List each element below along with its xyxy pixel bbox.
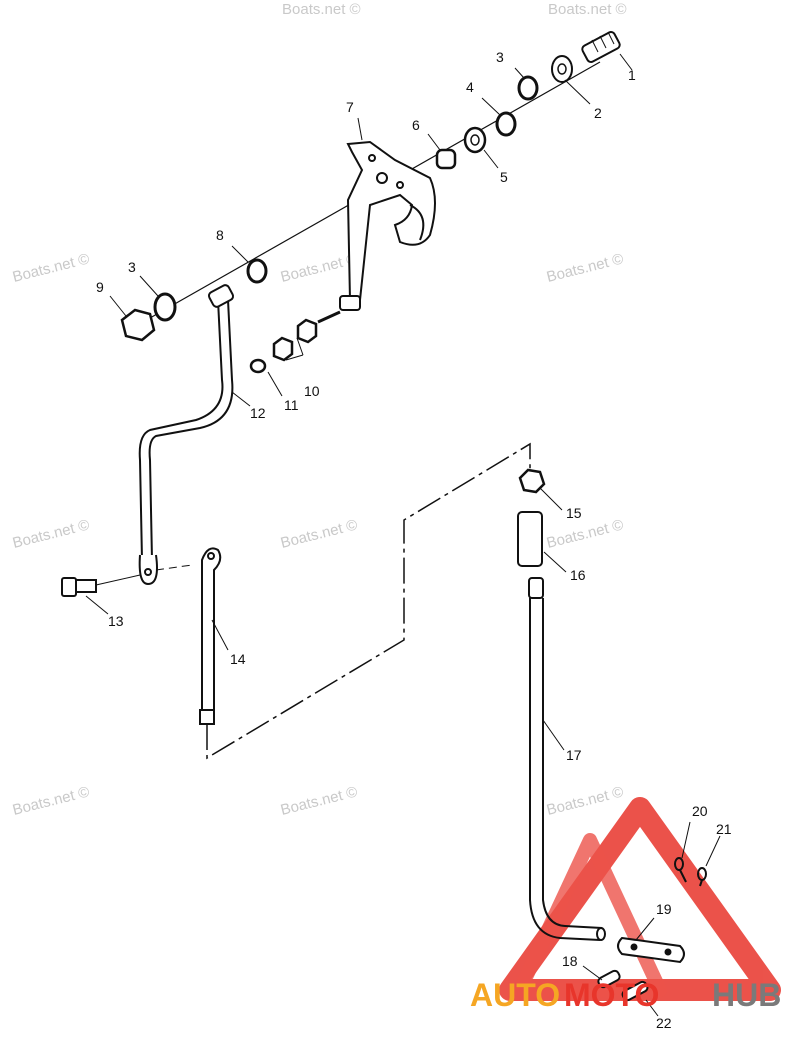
bushing-part-6 xyxy=(435,148,457,170)
rod-part-14 xyxy=(199,547,222,725)
callout-17: 17 xyxy=(566,747,582,763)
watermark: Boats.net © xyxy=(11,783,91,819)
callout-10: 10 xyxy=(304,383,320,399)
callouts: 1 2 3 4 5 6 7 8 3 9 10 11 12 13 14 15 16… xyxy=(96,49,732,1031)
callout-15: 15 xyxy=(566,505,582,521)
connector-line xyxy=(206,442,531,760)
callout-9: 9 xyxy=(96,279,104,295)
watermark: Boats.net © xyxy=(545,516,625,552)
nut-part-10b xyxy=(272,336,294,362)
callout-22: 22 xyxy=(656,1015,672,1031)
logo-text-hub: HUB xyxy=(712,977,781,1013)
watermark: Boats.net © xyxy=(282,1,361,18)
callout-13: 13 xyxy=(108,613,124,629)
pin-part-22 xyxy=(621,980,649,1002)
callout-12: 12 xyxy=(250,405,266,421)
pivot-bolt xyxy=(317,295,361,324)
callout-8: 8 xyxy=(216,227,224,243)
watermarks: Boats.net © Boats.net © Boats.net © Boat… xyxy=(11,1,627,819)
watermark: Boats.net © xyxy=(548,1,627,18)
watermark: Boats.net © xyxy=(279,516,359,552)
watermark: Boats.net © xyxy=(545,250,625,286)
logo-text-moto: MOTO xyxy=(564,977,659,1013)
washer-part-11 xyxy=(249,358,267,374)
watermark: Boats.net © xyxy=(11,516,91,552)
lockwasher-part-3 xyxy=(517,75,539,101)
logo-text-auto: AUTO xyxy=(470,977,560,1013)
pin-part-18 xyxy=(597,969,621,989)
nut-part-15 xyxy=(518,468,546,494)
bolt-part-13 xyxy=(61,577,97,597)
callout-5: 5 xyxy=(500,169,508,185)
washer-part-4 xyxy=(495,111,517,137)
sleeve-part-16 xyxy=(517,511,543,567)
callout-20: 20 xyxy=(692,803,708,819)
watermark: Boats.net © xyxy=(545,783,625,819)
callout-2: 2 xyxy=(594,105,602,121)
callout-18: 18 xyxy=(562,953,578,969)
logo-wordmark: AUTO MOTO HUB xyxy=(470,977,781,1013)
callout-7: 7 xyxy=(346,99,354,115)
nut-part-10a xyxy=(296,318,318,344)
stud-part-1 xyxy=(581,31,621,63)
callout-16: 16 xyxy=(570,567,586,583)
callout-19: 19 xyxy=(656,901,672,917)
watermark: Boats.net © xyxy=(279,250,359,286)
washer-part-8 xyxy=(246,258,268,284)
lockwasher-part-3b xyxy=(153,292,177,322)
watermark: Boats.net © xyxy=(11,250,91,286)
callout-1: 1 xyxy=(628,67,636,83)
callout-11: 11 xyxy=(284,397,299,413)
clevis-part-19 xyxy=(617,936,685,964)
lever-part-7 xyxy=(346,140,436,301)
leader-lines xyxy=(85,53,721,1017)
callout-4: 4 xyxy=(466,79,474,95)
callout-6: 6 xyxy=(412,117,420,133)
link-rod-part-12 xyxy=(138,284,235,586)
callout-14: 14 xyxy=(230,651,246,667)
clip-part-21 xyxy=(697,867,707,887)
callout-3: 3 xyxy=(496,49,504,65)
callout-3b: 3 xyxy=(128,259,136,275)
watermark: Boats.net © xyxy=(279,783,359,819)
clip-part-20 xyxy=(674,857,687,883)
nut-part-9 xyxy=(120,308,156,342)
callout-21: 21 xyxy=(716,821,732,837)
rod-part-17 xyxy=(528,577,606,941)
